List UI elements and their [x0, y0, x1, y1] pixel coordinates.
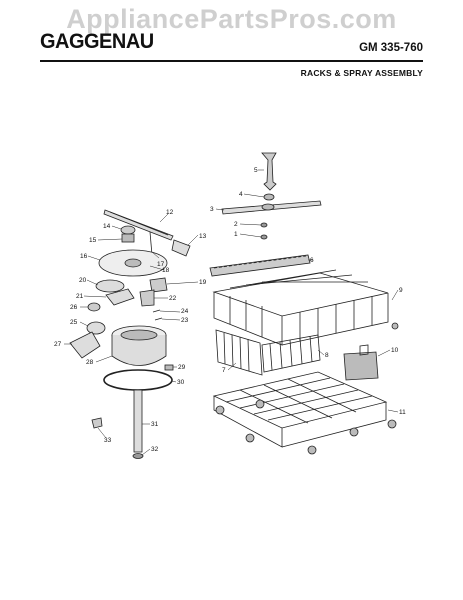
callout-24: 24 [181, 308, 189, 315]
callout-20: 20 [79, 277, 87, 284]
callout-32: 32 [151, 446, 159, 453]
callout-23: 23 [181, 317, 189, 324]
callout-6: 6 [310, 257, 314, 264]
part-cutlery-basket [343, 344, 379, 381]
callout-27: 27 [54, 341, 62, 348]
callout-9: 9 [399, 287, 403, 294]
part-plate-insert [261, 334, 321, 373]
callout-25: 25 [70, 319, 78, 326]
callout-31: 31 [151, 421, 159, 428]
part-upper-feed-tube [261, 152, 277, 191]
callout-13: 13 [199, 233, 207, 240]
callout-3: 3 [210, 206, 214, 213]
callout-18: 18 [162, 267, 170, 274]
callout-22: 22 [169, 295, 177, 302]
section-title: RACKS & SPRAY ASSEMBLY [300, 68, 423, 78]
part-upper-rack [212, 269, 389, 346]
callout-7: 7 [222, 367, 226, 374]
callout-2: 2 [234, 221, 238, 228]
brand-logo: GAGGENAU [40, 30, 154, 53]
callout-14: 14 [103, 223, 111, 230]
part-lower-spray-arm [103, 209, 174, 241]
callout-15: 15 [89, 237, 97, 244]
header-rule [40, 60, 423, 62]
callout-28: 28 [86, 359, 94, 366]
part-rack-rail [209, 254, 311, 277]
callout-11: 11 [399, 409, 406, 416]
callout-4: 4 [239, 191, 243, 198]
part-cup-shelf [215, 329, 263, 376]
callout-8: 8 [325, 352, 329, 359]
part-upper-spray-arm [221, 200, 322, 215]
part-nut [263, 193, 275, 201]
part-lower-rack [212, 371, 388, 448]
part-screw [260, 234, 268, 240]
part-sump [111, 325, 167, 366]
callout-33: 33 [104, 437, 112, 444]
callout-30: 30 [177, 379, 185, 386]
callout-1: 1 [234, 231, 238, 238]
callout-12: 12 [166, 209, 174, 216]
callout-17: 17 [157, 261, 165, 268]
callout-5: 5 [254, 167, 258, 174]
callout-19: 19 [199, 279, 207, 286]
callout-21: 21 [76, 293, 84, 300]
callout-26: 26 [70, 304, 78, 311]
part-washer [260, 222, 268, 228]
model-number: GM 335-760 [359, 42, 423, 54]
watermark: AppliancePartsPros.com [66, 4, 397, 34]
callout-10: 10 [391, 347, 399, 354]
callout-29: 29 [178, 364, 186, 371]
callout-16: 16 [80, 253, 88, 260]
